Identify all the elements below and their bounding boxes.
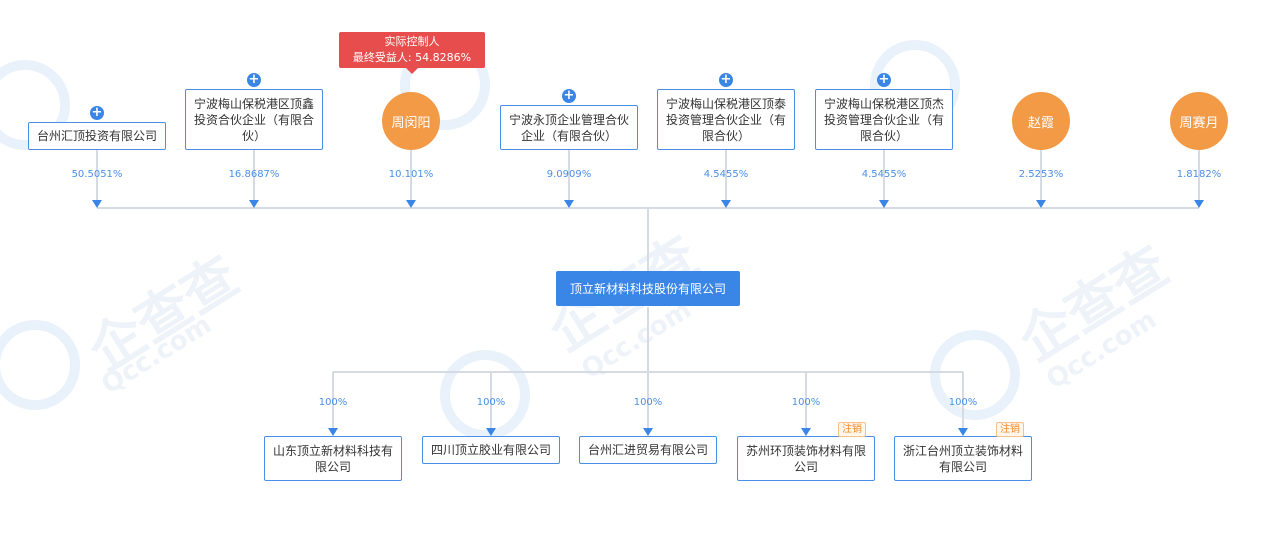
share-percent: 4.5455% bbox=[861, 169, 907, 180]
share-percent: 9.0909% bbox=[546, 169, 592, 180]
main-company-name: 顶立新材料科技股份有限公司 bbox=[569, 282, 726, 296]
controller-beneficiary: 最终受益人: 54.8286% bbox=[352, 51, 472, 64]
expand-icon[interactable]: + bbox=[90, 105, 104, 120]
person-name: 赵霞 bbox=[1027, 115, 1054, 131]
arrow-down-icon bbox=[406, 200, 416, 208]
shareholder-person[interactable]: 周赛月 bbox=[1170, 92, 1228, 150]
subsidiary-name: 台州汇进贸易有限公司 bbox=[587, 443, 708, 457]
person-name: 周赛月 bbox=[1179, 115, 1219, 131]
subsidiary-percent: 100% bbox=[791, 397, 821, 408]
shareholder-node[interactable]: 宁波梅山保税港区顶鑫投资合伙企业（有限合伙） bbox=[185, 89, 323, 150]
arrow-down-icon bbox=[1036, 200, 1046, 208]
expand-icon[interactable]: + bbox=[562, 88, 576, 103]
arrow-down-icon bbox=[801, 428, 811, 436]
controller-badge: 实际控制人 最终受益人: 54.8286% bbox=[339, 32, 485, 68]
arrow-down-icon bbox=[564, 200, 574, 208]
expand-icon[interactable]: + bbox=[877, 72, 891, 87]
share-percent: 4.5455% bbox=[703, 169, 749, 180]
share-percent: 10.101% bbox=[388, 169, 434, 180]
expand-icon[interactable]: + bbox=[247, 72, 261, 87]
subsidiary-name: 苏州环顶装饰材料有限公司 bbox=[745, 443, 866, 474]
deregistered-badge: 注销 bbox=[838, 422, 866, 437]
subsidiary-node[interactable]: 山东顶立新材料科技有限公司 bbox=[264, 436, 402, 481]
shareholder-node[interactable]: 宁波永顶企业管理合伙企业（有限合伙） bbox=[500, 105, 638, 150]
shareholder-name: 台州汇顶投资有限公司 bbox=[36, 129, 157, 143]
subsidiary-node[interactable]: 浙江台州顶立装饰材料有限公司 bbox=[894, 436, 1032, 481]
subsidiary-percent: 100% bbox=[948, 397, 978, 408]
shareholder-person[interactable]: 周闵阳 bbox=[382, 92, 440, 150]
subsidiary-percent: 100% bbox=[476, 397, 506, 408]
subsidiary-node[interactable]: 台州汇进贸易有限公司 bbox=[579, 436, 717, 464]
expand-icon[interactable]: + bbox=[719, 72, 733, 87]
main-company-node[interactable]: 顶立新材料科技股份有限公司 bbox=[556, 271, 740, 306]
share-percent: 1.8182% bbox=[1176, 169, 1222, 180]
arrow-down-icon bbox=[92, 200, 102, 208]
subsidiary-node[interactable]: 四川顶立胶业有限公司 bbox=[422, 436, 560, 464]
subsidiary-name: 四川顶立胶业有限公司 bbox=[430, 443, 551, 457]
subsidiary-percent: 100% bbox=[633, 397, 663, 408]
arrow-down-icon bbox=[879, 200, 889, 208]
controller-title: 实际控制人 bbox=[384, 35, 440, 48]
subsidiary-name: 山东顶立新材料科技有限公司 bbox=[272, 443, 393, 474]
subsidiary-percent: 100% bbox=[318, 397, 348, 408]
shareholder-name: 宁波永顶企业管理合伙企业（有限合伙） bbox=[508, 112, 629, 143]
arrow-down-icon bbox=[249, 200, 259, 208]
subsidiary-name: 浙江台州顶立装饰材料有限公司 bbox=[902, 443, 1023, 474]
arrow-down-icon bbox=[643, 428, 653, 436]
shareholder-name: 宁波梅山保税港区顶泰投资管理合伙企业（有限合伙） bbox=[665, 96, 786, 143]
shareholder-node[interactable]: 台州汇顶投资有限公司 bbox=[28, 122, 166, 150]
shareholder-node[interactable]: 宁波梅山保税港区顶杰投资管理合伙企业（有限合伙） bbox=[815, 89, 953, 150]
shareholder-node[interactable]: 宁波梅山保税港区顶泰投资管理合伙企业（有限合伙） bbox=[657, 89, 795, 150]
share-percent: 16.8687% bbox=[228, 169, 280, 180]
arrow-down-icon bbox=[486, 428, 496, 436]
share-percent: 50.5051% bbox=[71, 169, 123, 180]
shareholder-person[interactable]: 赵霞 bbox=[1012, 92, 1070, 150]
share-percent: 2.5253% bbox=[1018, 169, 1064, 180]
subsidiary-node[interactable]: 苏州环顶装饰材料有限公司 bbox=[737, 436, 875, 481]
person-name: 周闵阳 bbox=[391, 115, 431, 131]
shareholder-name: 宁波梅山保税港区顶鑫投资合伙企业（有限合伙） bbox=[193, 96, 314, 143]
arrow-down-icon bbox=[958, 428, 968, 436]
shareholder-name: 宁波梅山保税港区顶杰投资管理合伙企业（有限合伙） bbox=[823, 96, 944, 143]
arrow-down-icon bbox=[328, 428, 338, 436]
deregistered-badge: 注销 bbox=[996, 422, 1024, 437]
arrow-down-icon bbox=[721, 200, 731, 208]
arrow-down-icon bbox=[1194, 200, 1204, 208]
